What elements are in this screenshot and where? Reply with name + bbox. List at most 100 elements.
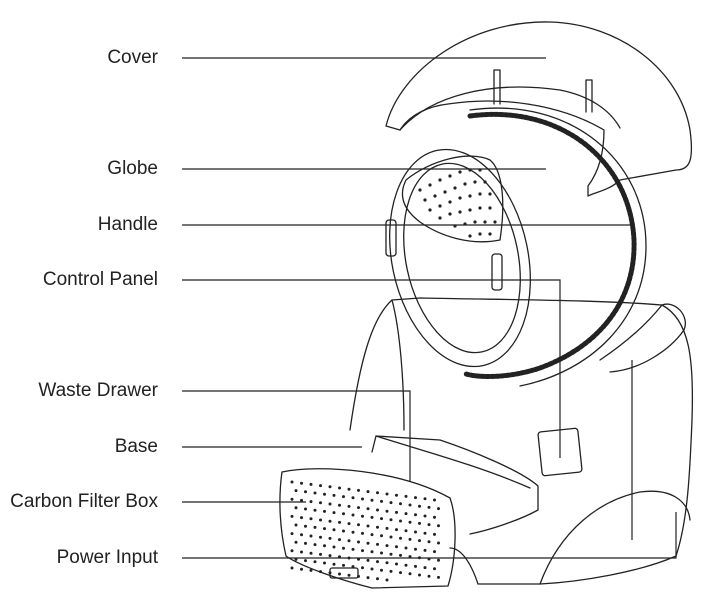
- cover-inner: [399, 86, 621, 131]
- filter-hole: [361, 497, 364, 501]
- filter-hole: [370, 498, 374, 502]
- filter-hole: [437, 524, 440, 528]
- filter-hole: [313, 508, 317, 512]
- filter-hole: [309, 551, 313, 555]
- globe-opening-inner: [403, 162, 521, 354]
- filter-hole: [338, 572, 341, 576]
- filter-hole: [399, 536, 402, 540]
- filter-hole: [376, 577, 379, 581]
- filter-hole: [433, 550, 436, 554]
- filter-hole: [399, 502, 402, 506]
- label-globe: Globe: [107, 158, 158, 179]
- filter-hole: [294, 506, 298, 510]
- filter-hole: [395, 510, 398, 514]
- filter-hole: [418, 521, 421, 525]
- filter-hole: [423, 548, 427, 552]
- filter-hole: [389, 535, 393, 539]
- filter-hole: [395, 562, 398, 566]
- filter-hole: [376, 542, 379, 546]
- filter-hole: [300, 533, 303, 537]
- filter-hole: [290, 480, 294, 484]
- leader-power-input: [182, 512, 677, 559]
- filter-hole: [385, 492, 389, 496]
- base-rim: [599, 303, 686, 373]
- filter-hole: [342, 495, 345, 499]
- carbon-filter-holes: [290, 480, 440, 582]
- filter-hole: [332, 511, 336, 515]
- filter-hole: [399, 571, 402, 575]
- filter-hole: [366, 490, 370, 494]
- filter-hole: [385, 509, 389, 513]
- filter-hole: [385, 578, 389, 582]
- filter-hole: [366, 541, 370, 545]
- filter-hole: [427, 540, 431, 544]
- filter-hole: [361, 531, 364, 535]
- filter-hole: [351, 530, 355, 534]
- filter-hole: [304, 559, 307, 563]
- filter-hole: [376, 491, 379, 495]
- label-carbon-filter-box: Carbon Filter Box: [10, 491, 158, 512]
- filter-hole: [408, 503, 412, 507]
- filter-hole: [313, 491, 317, 495]
- base-inner-line: [391, 299, 405, 431]
- globe-outer: [469, 107, 647, 387]
- filter-hole: [328, 519, 332, 523]
- filter-hole: [304, 507, 307, 511]
- control-panel: [537, 427, 583, 477]
- label-cover: Cover: [107, 47, 158, 68]
- filter-hole: [342, 529, 345, 533]
- filter-hole: [376, 560, 379, 564]
- filter-hole: [433, 567, 436, 571]
- filter-hole: [319, 552, 322, 556]
- filter-hole: [370, 550, 374, 554]
- filter-hole: [380, 551, 383, 555]
- label-base: Base: [114, 436, 158, 457]
- filter-hole: [323, 509, 326, 513]
- filter-hole: [389, 552, 393, 556]
- filter-hole: [338, 503, 341, 507]
- filter-hole: [423, 497, 427, 501]
- filter-hole: [437, 507, 440, 511]
- filter-hole: [357, 523, 360, 527]
- filter-hole: [399, 553, 402, 557]
- filter-hole: [290, 566, 294, 570]
- label-handle: Handle: [97, 214, 158, 235]
- filter-hole: [414, 513, 417, 517]
- label-control-panel: Control Panel: [42, 269, 158, 290]
- filter-hole: [404, 529, 408, 533]
- filter-hole: [347, 487, 351, 491]
- filter-hole: [332, 493, 336, 497]
- filter-hole: [437, 541, 440, 545]
- filter-hole: [290, 497, 294, 501]
- filter-hole: [389, 501, 393, 505]
- handle-right: [491, 253, 503, 291]
- filter-hole: [323, 492, 326, 496]
- filter-hole: [427, 505, 431, 509]
- filter-hole: [338, 486, 341, 490]
- filter-hole: [366, 576, 370, 580]
- filter-hole: [351, 513, 355, 517]
- filter-hole: [319, 484, 322, 488]
- filter-hole: [332, 528, 336, 532]
- filter-hole: [418, 573, 421, 577]
- waste-drawer: [371, 435, 539, 535]
- filter-hole: [328, 502, 332, 506]
- filter-hole: [395, 545, 398, 549]
- filter-hole: [328, 554, 332, 558]
- filter-hole: [361, 566, 364, 570]
- filter-hole: [313, 560, 317, 564]
- filter-hole: [433, 498, 436, 502]
- label-power-input: Power Input: [56, 547, 158, 568]
- leader-waste-drawer: [182, 390, 411, 482]
- filter-hole: [389, 569, 393, 573]
- filter-hole: [357, 488, 360, 492]
- filter-hole: [408, 555, 412, 559]
- filter-hole: [380, 499, 383, 503]
- filter-hole: [404, 563, 408, 567]
- filter-hole: [399, 519, 402, 523]
- filter-hole: [304, 490, 307, 494]
- filter-hole: [309, 517, 313, 521]
- filter-hole: [338, 520, 341, 524]
- filter-hole: [313, 543, 317, 547]
- filter-hole: [404, 512, 408, 516]
